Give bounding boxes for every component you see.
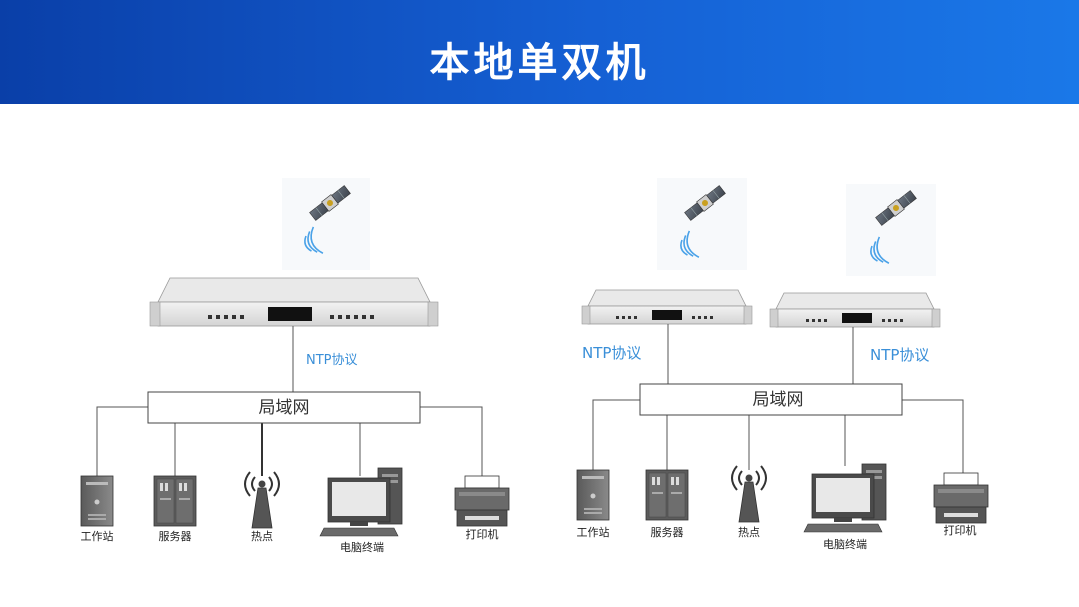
computer-terminal-icon [319, 467, 403, 537]
right-lan-label: 局域网 [753, 390, 804, 410]
printer-icon [454, 475, 510, 527]
right-satellite-b-backdrop [846, 184, 936, 276]
time-server-a-icon [581, 289, 753, 325]
right-device-label: 服务器 [651, 526, 684, 539]
left-device-label: 打印机 [466, 527, 499, 541]
right-ntp-label-b: NTP协议 [870, 346, 929, 364]
time-server-icon [149, 277, 439, 327]
workstation-icon [576, 469, 610, 521]
server-icon [645, 469, 689, 521]
left-device-label: 热点 [251, 530, 273, 543]
right-device-label: 工作站 [577, 525, 610, 539]
left-lan-label: 局域网 [259, 398, 310, 418]
hotspot-icon [244, 471, 280, 529]
right-lan-box: 局域网 [639, 383, 903, 416]
right-diagram: NTP协议 NTP协议 局域网 工作站 服务器 热点 电脑终端 打印机 [576, 178, 989, 551]
left-satellite-backdrop [282, 178, 370, 270]
right-device-label: 打印机 [944, 523, 977, 537]
time-server-b-icon [769, 292, 941, 328]
server-icon [153, 475, 197, 527]
right-satellite-a-backdrop [657, 178, 747, 270]
left-device-label: 服务器 [159, 530, 192, 543]
right-ntp-label-a: NTP协议 [582, 344, 641, 362]
left-lan-box: 局域网 [147, 391, 421, 424]
title-banner: 本地单双机 [0, 0, 1079, 104]
right-device-label: 热点 [738, 526, 760, 539]
left-device-label: 电脑终端 [340, 540, 384, 554]
right-device-label: 电脑终端 [823, 537, 867, 551]
left-device-label: 工作站 [81, 529, 114, 543]
workstation-icon [80, 475, 114, 527]
printer-icon [933, 472, 989, 524]
page-title: 本地单双机 [429, 40, 650, 86]
left-diagram: NTP协议 局域网 工作站 服务器 热点 电脑终端 打印机 [80, 178, 510, 554]
computer-terminal-icon [803, 463, 887, 533]
hotspot-icon [731, 465, 767, 523]
left-ntp-label: NTP协议 [306, 353, 358, 368]
